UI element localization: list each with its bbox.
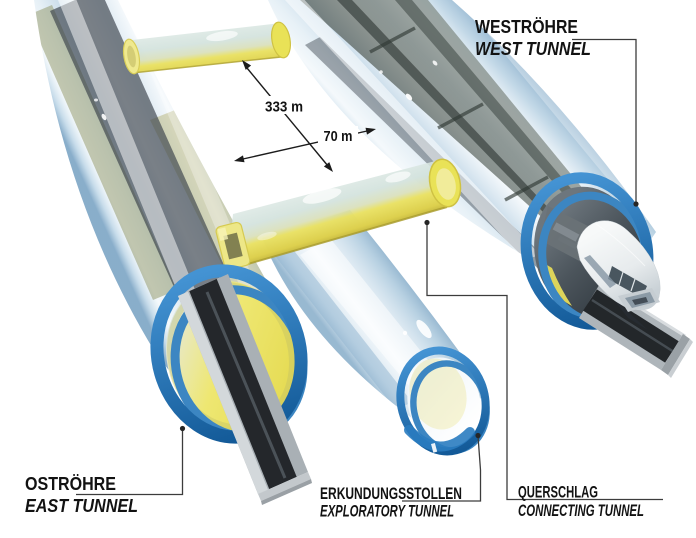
exploratory-tunnel-leader bbox=[402, 435, 482, 502]
east-track-slab bbox=[178, 274, 312, 505]
leader-dot bbox=[424, 219, 430, 226]
connecting-tunnel-label-en: CONNECTING TUNNEL bbox=[518, 501, 644, 520]
exploratory-tunnel-portal bbox=[396, 346, 490, 456]
dimension-333m-label: 333 m bbox=[265, 99, 303, 116]
leader-dot bbox=[633, 201, 639, 207]
dimension-333m: 333 m bbox=[242, 60, 333, 172]
cross-passage-querschlag bbox=[215, 158, 462, 271]
cross-passage-end-cap bbox=[271, 21, 291, 59]
train-car-gaps bbox=[369, 26, 549, 202]
cross-passage-portal-face bbox=[215, 221, 251, 271]
exploratory-tunnel-label-en: EXPLORATORY TUNNEL bbox=[320, 502, 454, 521]
east-tunnel-label-en: EAST TUNNEL bbox=[25, 496, 138, 516]
arrowhead-icon bbox=[323, 162, 333, 172]
dimension-70m-label: 70 m bbox=[324, 128, 353, 145]
exploratory-tunnel-label-de: ERKUNDUNGSSTOLLEN bbox=[320, 484, 462, 503]
train-windshield bbox=[608, 266, 647, 298]
east-tunnel-leader bbox=[76, 428, 184, 496]
dimension-70m: 70 m bbox=[234, 126, 376, 163]
arrowhead-icon bbox=[242, 60, 252, 70]
train-side-windows bbox=[584, 255, 616, 288]
train-roof-equipment bbox=[552, 222, 580, 250]
glass-glint bbox=[405, 93, 413, 101]
west-tunnel-label-en: WEST TUNNEL bbox=[475, 39, 591, 59]
leader-dot bbox=[179, 425, 186, 432]
east-tunnel-portal bbox=[150, 264, 312, 505]
west-portal-lining bbox=[542, 262, 572, 306]
labels: WESTRÖHRE WEST TUNNEL OSTRÖHRE EAST TUNN… bbox=[25, 17, 644, 521]
cross-passage-upper bbox=[122, 21, 291, 75]
west-track-slab bbox=[579, 282, 693, 378]
leader-dot bbox=[475, 432, 481, 439]
east-tunnel-label-de: OSTRÖHRE bbox=[25, 474, 116, 494]
west-tunnel-leader bbox=[572, 38, 637, 204]
glass-glint bbox=[416, 319, 432, 339]
connecting-tunnel-label-de: QUERSCHLAG bbox=[518, 483, 598, 502]
arrowhead-icon bbox=[234, 155, 245, 163]
west-tunnel-portal bbox=[520, 172, 693, 378]
train-nose bbox=[576, 220, 661, 330]
connecting-tunnel-leader bbox=[426, 222, 663, 501]
arrowhead-icon bbox=[365, 127, 376, 135]
leader-lines bbox=[76, 38, 663, 502]
glass-glint bbox=[101, 113, 107, 121]
east-lining-through-glass bbox=[34, 5, 177, 300]
exploratory-portal-ring bbox=[396, 346, 490, 456]
west-tunnel-label-de: WESTRÖHRE bbox=[475, 17, 578, 37]
